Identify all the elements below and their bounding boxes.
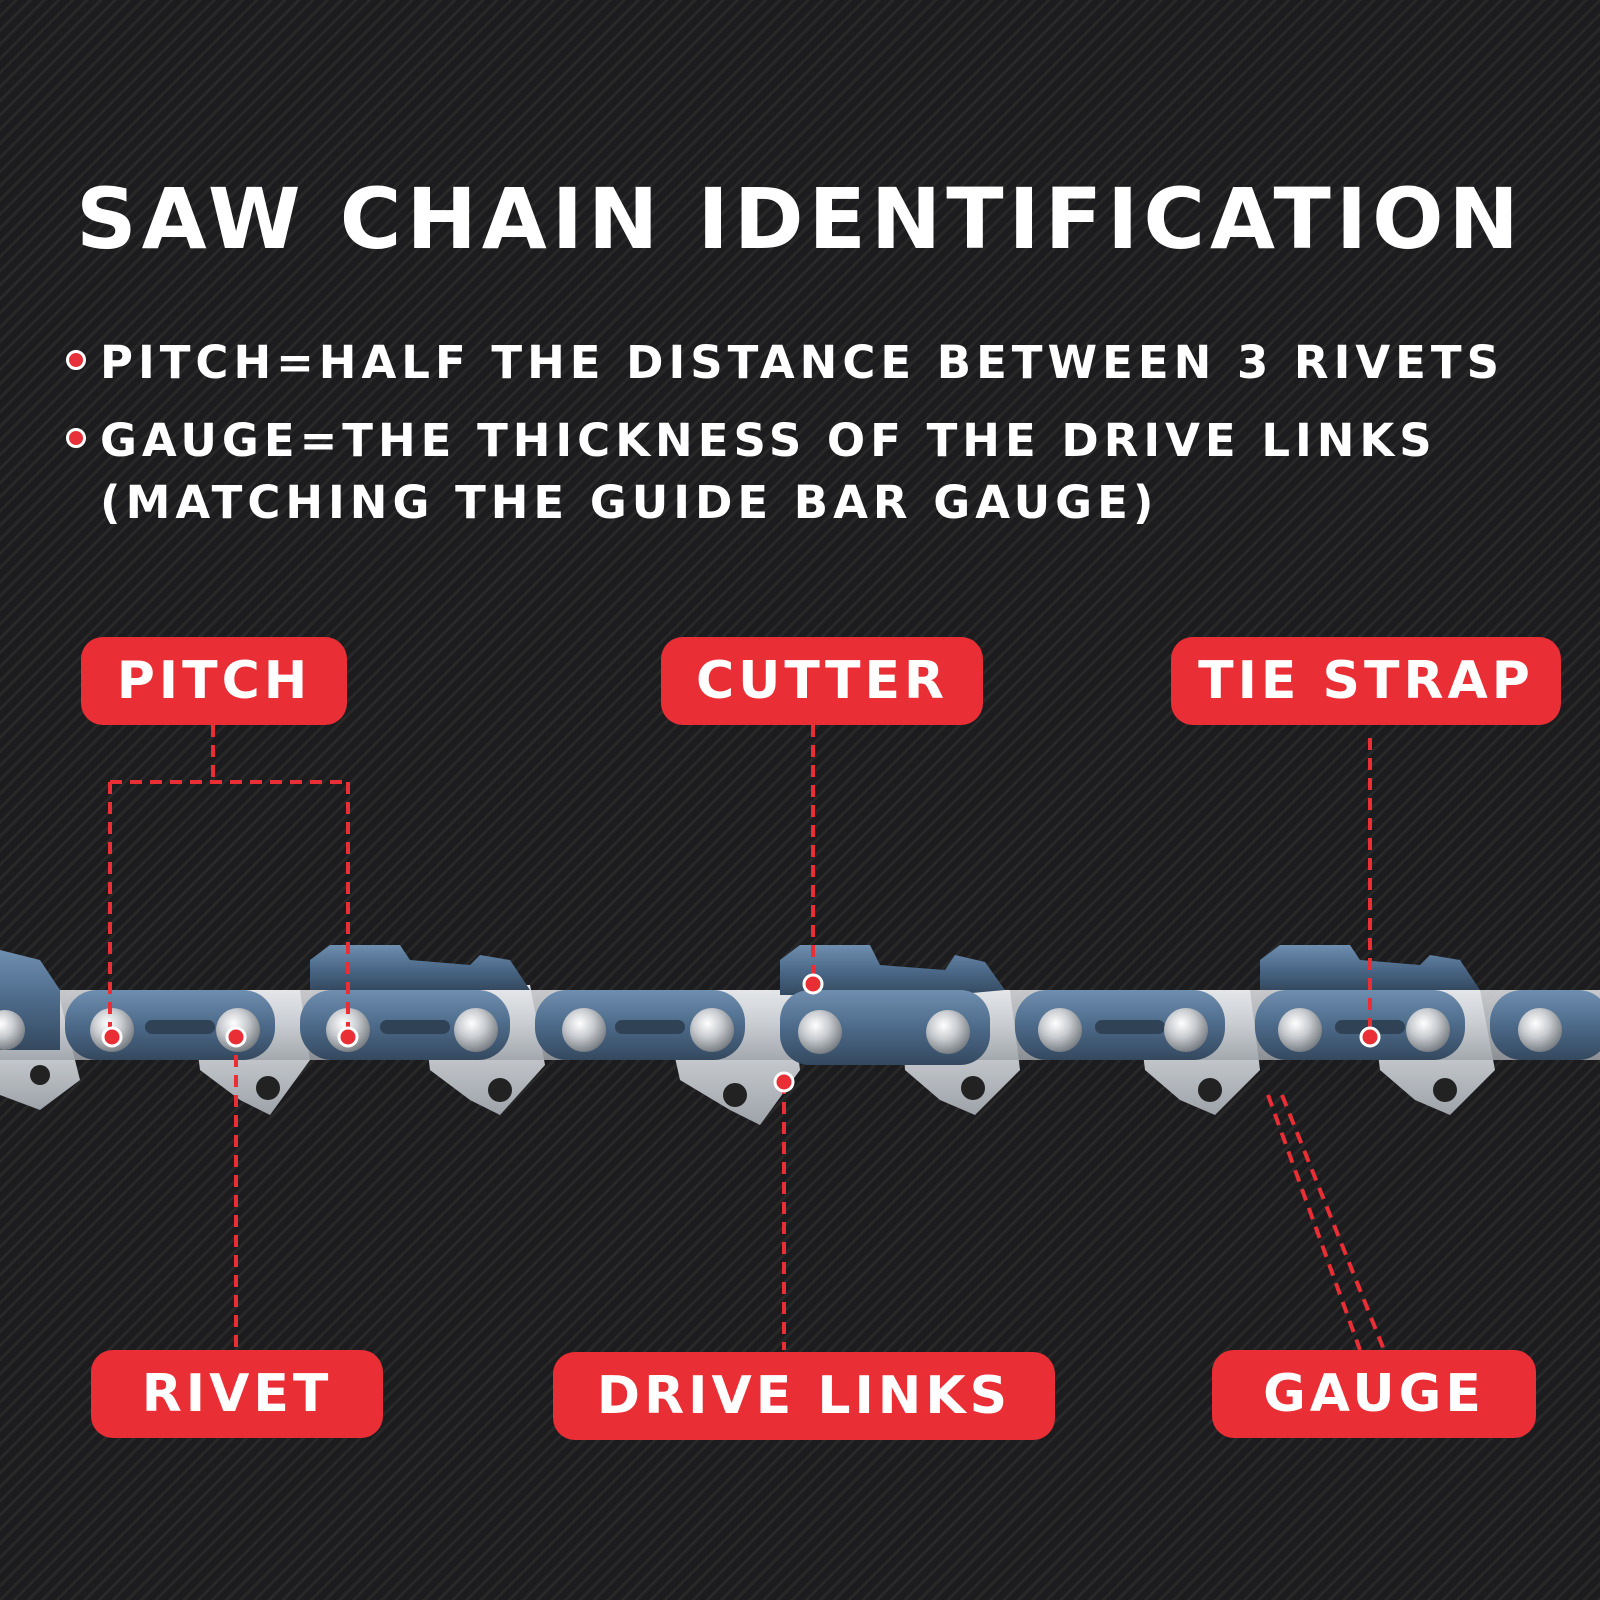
bullet-pitch: PITCH=HALF THE DISTANCE BETWEEN 3 RIVETS: [66, 332, 1504, 394]
rivet-icon: [454, 1008, 498, 1052]
rivet-icon: [1406, 1008, 1450, 1052]
page-title: SAW CHAIN IDENTIFICATION: [76, 170, 1524, 268]
rivet-icon: [798, 1010, 842, 1054]
cutters: [0, 945, 1480, 1050]
drive-link-hole-icon: [256, 1076, 280, 1100]
drive-links-dot-icon: [773, 1071, 795, 1093]
pitch-label: PITCH: [81, 637, 347, 725]
bullet-gauge: GAUGE=THE THICKNESS OF THE DRIVE LINKS (…: [66, 410, 1486, 534]
drive-link-hole-icon: [488, 1078, 512, 1102]
strap-slot: [145, 1020, 215, 1034]
rivet-dot-icon: [225, 1026, 247, 1048]
bullet-dot-icon: [66, 350, 86, 370]
strap-slot: [1095, 1020, 1165, 1034]
callout-lines: [108, 725, 1386, 1351]
drive-link-hole-icon: [1433, 1078, 1457, 1102]
rivet-label: RIVET: [91, 1350, 383, 1438]
drive-link-hole-icon: [961, 1076, 985, 1100]
cutter-dot-icon: [802, 973, 824, 995]
cutter-label: CUTTER: [661, 637, 983, 725]
strap-slot: [380, 1020, 450, 1034]
drive-link-hole-icon: [30, 1065, 50, 1085]
rivet-icon: [1038, 1008, 1082, 1052]
pitch-right-dot-icon: [337, 1026, 359, 1048]
cutter-tooth: [310, 945, 530, 990]
rivet-icon: [562, 1008, 606, 1052]
rivet-icon: [1278, 1008, 1322, 1052]
strap-slot: [615, 1020, 685, 1034]
callout-dots: [101, 973, 1381, 1093]
bullet-text: PITCH=HALF THE DISTANCE BETWEEN 3 RIVETS: [100, 336, 1504, 389]
rivet-icon: [1518, 1008, 1562, 1052]
cutter-tooth: [780, 945, 1005, 995]
gauge-callout-line-b: [1280, 1094, 1386, 1351]
tie-strap-dot-icon: [1359, 1026, 1381, 1048]
drive-links-label: DRIVE LINKS: [553, 1352, 1055, 1440]
drive-link-hole-icon: [723, 1083, 747, 1107]
bullet-dot-icon: [66, 428, 86, 448]
pitch-left-dot-icon: [101, 1026, 123, 1048]
drive-link-hole-icon: [1198, 1078, 1222, 1102]
rivet-icon: [0, 1010, 25, 1050]
rivet-icon: [1164, 1008, 1208, 1052]
rivet-icon: [926, 1010, 970, 1054]
gauge-callout-line-a: [1266, 1094, 1362, 1351]
rivet-icon: [690, 1008, 734, 1052]
gauge-label: GAUGE: [1212, 1350, 1536, 1438]
tie-strap-label: TIE STRAP: [1171, 637, 1561, 725]
bullet-text: GAUGE=THE THICKNESS OF THE DRIVE LINKS (…: [100, 414, 1437, 529]
